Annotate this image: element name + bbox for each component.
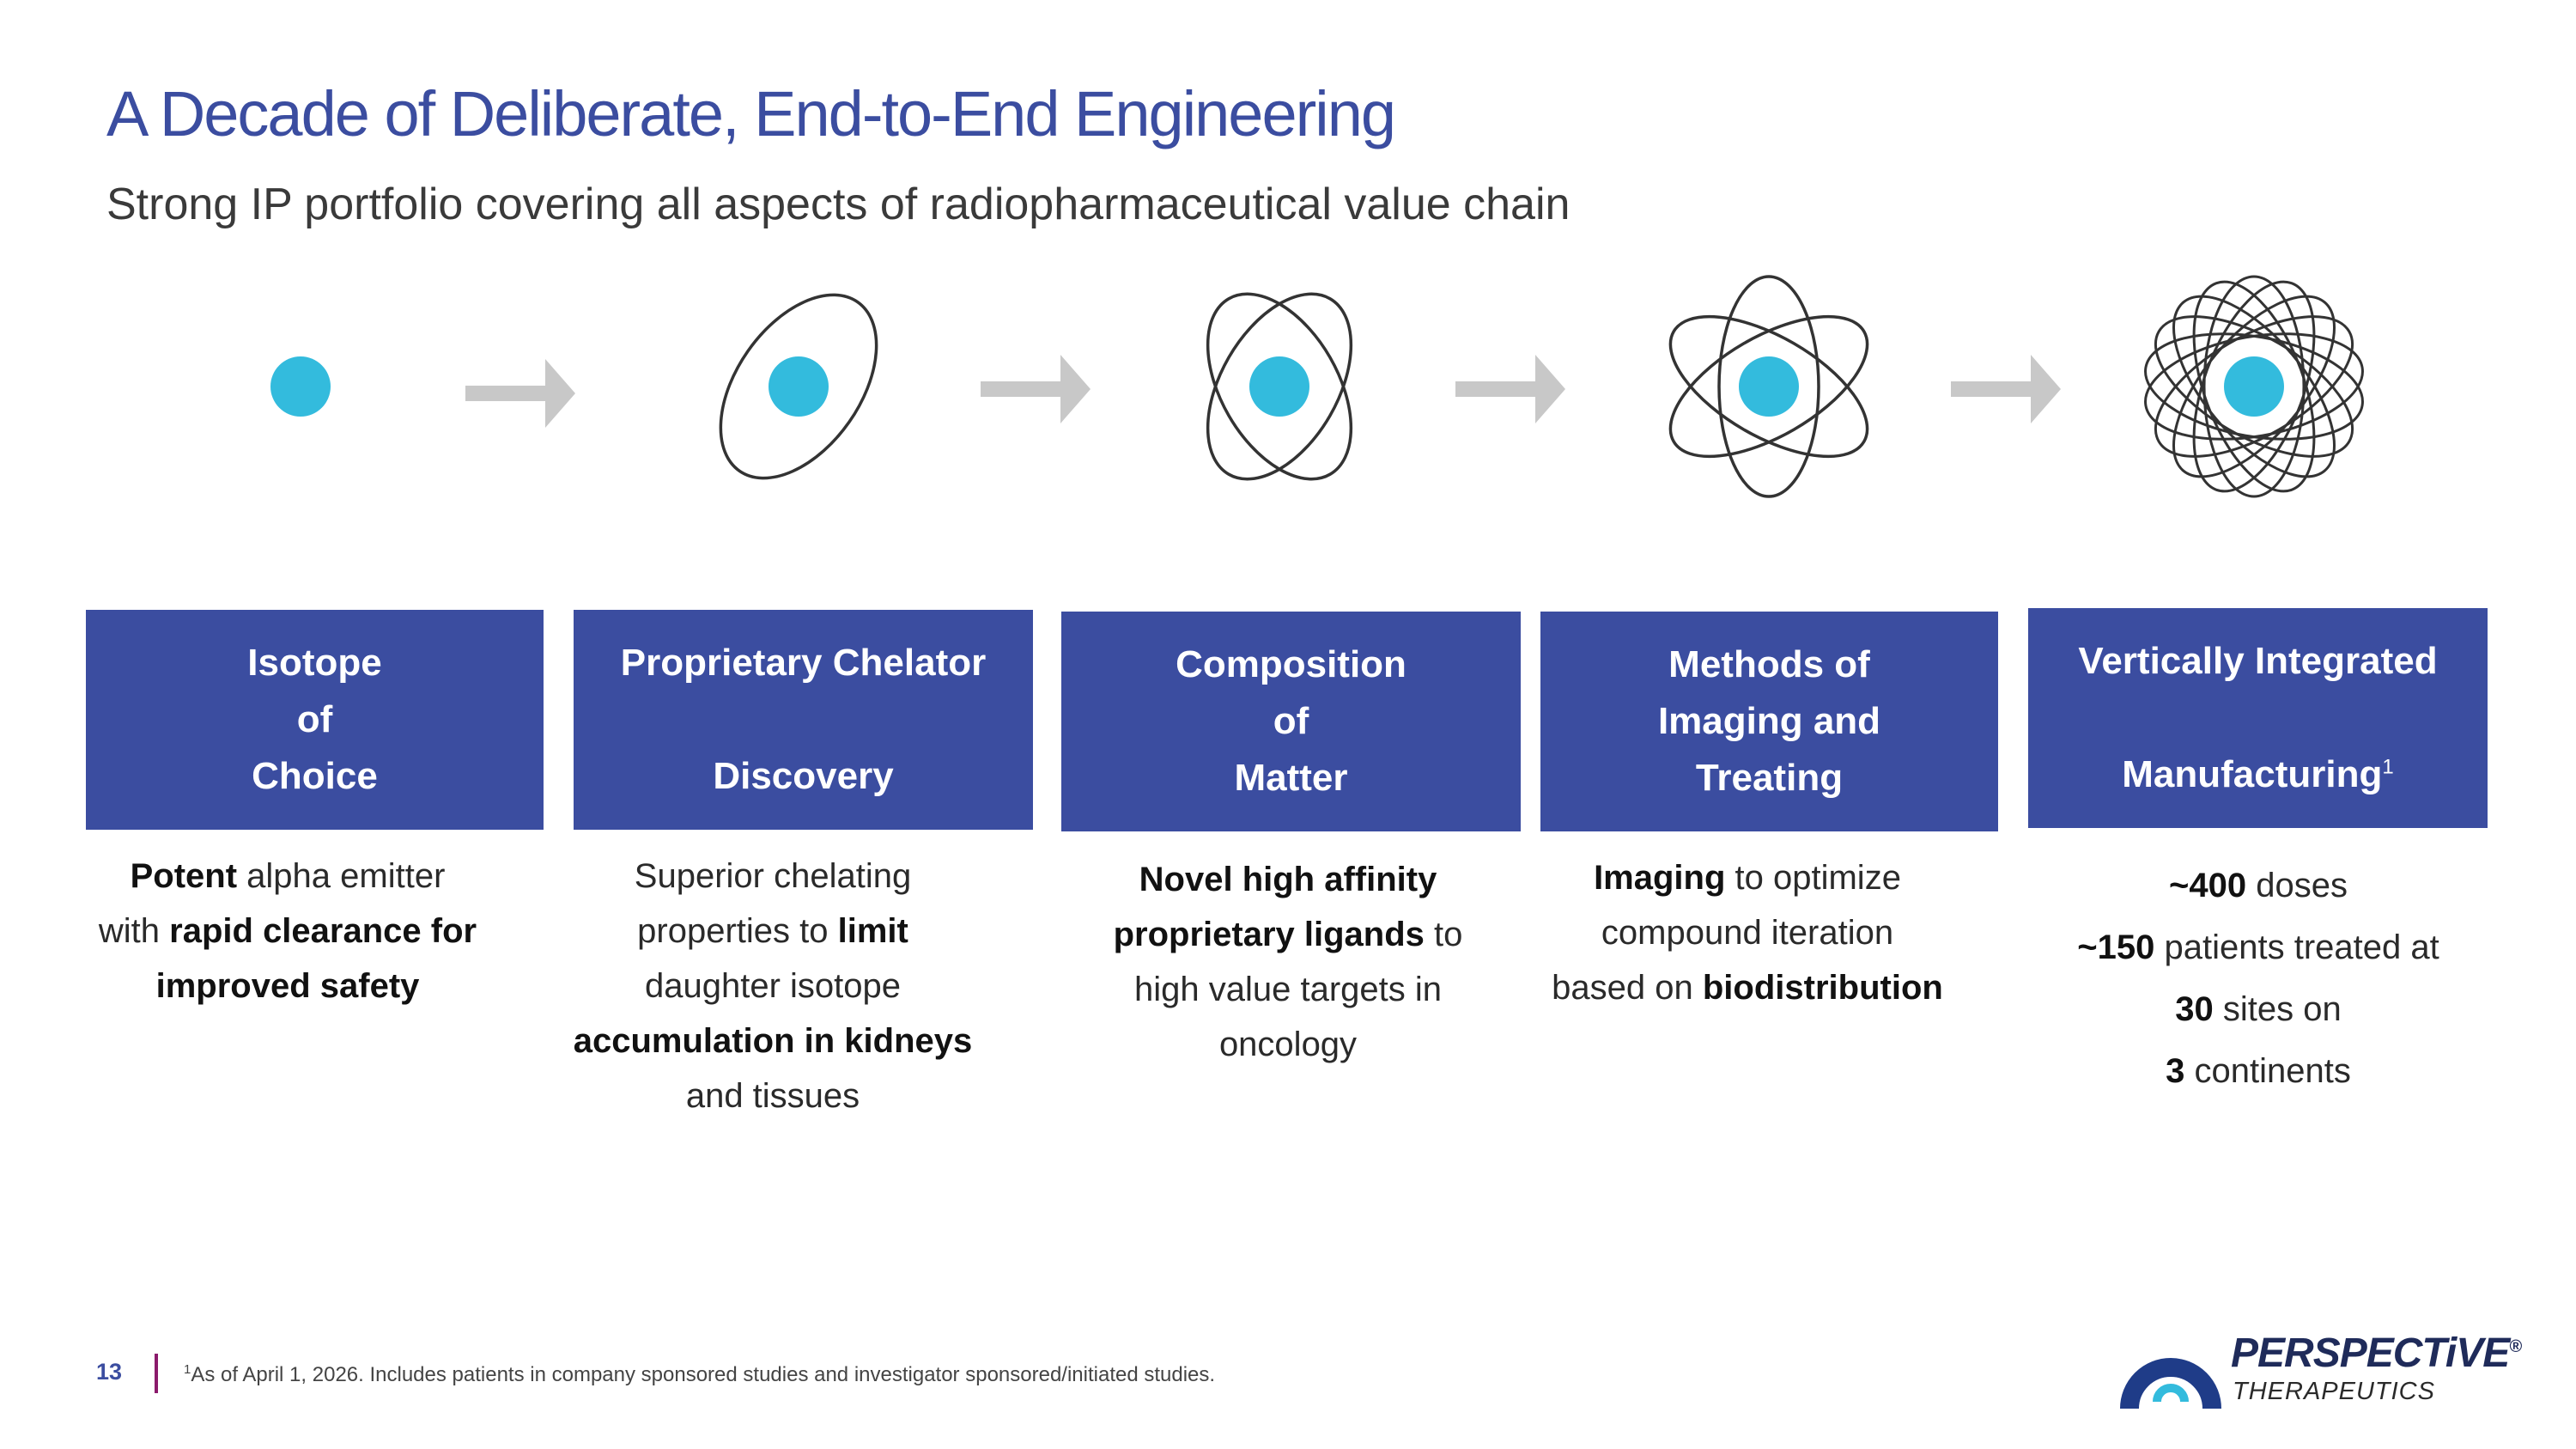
desc-bold: ~400 — [2169, 867, 2247, 904]
page-subtitle: Strong IP portfolio covering all aspects… — [106, 180, 1571, 229]
desc-bold: proprietary ligands — [1113, 916, 1425, 953]
box-line: of — [296, 698, 333, 740]
desc-bold: Potent — [130, 857, 238, 895]
box-line: Methods of — [1668, 643, 1870, 685]
desc-bold: limit — [837, 912, 908, 950]
footnote-marker: 1 — [2382, 755, 2394, 779]
desc-text: based on — [1552, 969, 1703, 1007]
box-line: Matter — [1234, 757, 1348, 799]
desc-text: continents — [2184, 1052, 2351, 1090]
footnote: 1As of April 1, 2026. Includes patients … — [184, 1362, 1215, 1387]
box-line-text: Manufacturing — [2122, 753, 2383, 795]
desc-isotope: Potent alpha emitter with rapid clearanc… — [69, 849, 507, 1014]
box-line: Imaging and — [1657, 700, 1881, 742]
desc-text: to optimize — [1725, 859, 1901, 897]
company-logo: PERSPECTiVE® THERAPEUTICS — [2119, 1323, 2523, 1417]
logo-name: PERSPECTiVE® — [2231, 1330, 2522, 1377]
logo-mark-icon — [2120, 1358, 2221, 1409]
desc-text: daughter isotope — [644, 967, 901, 1005]
footnote-text: As of April 1, 2026. Includes patients i… — [191, 1363, 1216, 1386]
double-orbit-atom-icon — [1206, 292, 1353, 481]
desc-text: patients treated at — [2154, 928, 2439, 966]
desc-bold: improved safety — [155, 967, 420, 1005]
desc-text: compound iteration — [1601, 914, 1894, 952]
desc-text: with — [98, 912, 170, 950]
box-proprietary-chelator-discovery: Proprietary Chelator Discovery — [574, 610, 1033, 830]
desc-bold: Novel high affinity — [1139, 861, 1437, 898]
nucleus-icon — [270, 356, 331, 417]
single-orbit-atom-icon — [719, 293, 878, 480]
arrow-right-icon — [1455, 355, 1565, 423]
desc-bold: Imaging — [1594, 859, 1726, 897]
desc-bold: 3 — [2166, 1052, 2185, 1090]
arrow-right-icon — [981, 355, 1091, 423]
desc-text: Superior chelating — [634, 857, 912, 895]
desc-text: and tissues — [685, 1077, 860, 1115]
desc-bold: accumulation in kidneys — [573, 1022, 973, 1060]
footer-divider — [155, 1354, 158, 1393]
many-orbit-atom-icon — [2144, 275, 2364, 498]
box-methods-of-imaging-and-treating: Methods of Imaging and Treating — [1540, 612, 1998, 831]
footnote-marker: 1 — [184, 1362, 191, 1377]
box-vertically-integrated-manufacturing: Vertically Integrated Manufacturing1 — [2028, 608, 2488, 828]
desc-imaging: Imaging to optimize compound iteration b… — [1537, 850, 1958, 1015]
box-line: Composition — [1176, 643, 1406, 685]
desc-text: properties to — [637, 912, 838, 950]
box-line: Treating — [1695, 757, 1844, 799]
desc-text: to — [1424, 916, 1463, 953]
box-composition-of-matter: Composition of Matter — [1061, 612, 1521, 831]
page-number: 13 — [96, 1359, 123, 1385]
desc-text: sites on — [2213, 990, 2342, 1028]
desc-text: alpha emitter — [237, 857, 446, 895]
desc-bold: biodistribution — [1702, 969, 1943, 1007]
desc-chelator: Superior chelating properties to limit d… — [567, 849, 979, 1123]
desc-bold: 30 — [2175, 990, 2214, 1028]
box-line: Vertically Integrated — [2078, 640, 2438, 682]
arrow-right-icon — [465, 359, 575, 428]
box-line: Proprietary Chelator — [620, 642, 987, 684]
desc-bold: ~150 — [2077, 928, 2155, 966]
triple-orbit-atom-icon — [1668, 275, 1869, 498]
logo-registered-mark: ® — [2509, 1337, 2522, 1356]
desc-composition: Novel high affinity proprietary ligands … — [1082, 852, 1494, 1072]
box-line: Manufacturing1 — [2122, 746, 2393, 803]
desc-manufacturing: ~400 doses ~150 patients treated at 30 s… — [2044, 855, 2473, 1102]
box-line: Discovery — [713, 755, 894, 797]
page-title: A Decade of Deliberate, End-to-End Engin… — [106, 78, 1396, 149]
box-line: Isotope — [247, 642, 382, 684]
logo-name-text: PERSPECTiVE — [2231, 1330, 2510, 1376]
logo-subtitle: THERAPEUTICS — [2233, 1378, 2435, 1405]
desc-text: high value targets in — [1133, 971, 1442, 1008]
box-line: of — [1273, 700, 1309, 742]
box-line: Choice — [252, 755, 378, 797]
desc-bold: rapid clearance for — [169, 912, 477, 950]
desc-text: doses — [2246, 867, 2348, 904]
box-isotope-of-choice: Isotope of Choice — [86, 610, 544, 830]
arrow-right-icon — [1951, 355, 2061, 423]
desc-text: oncology — [1218, 1026, 1358, 1063]
